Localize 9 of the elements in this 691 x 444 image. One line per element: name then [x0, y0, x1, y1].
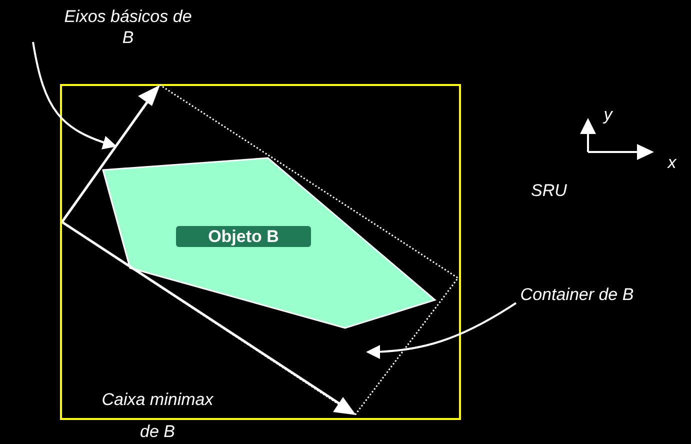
- leader-line: [366, 302, 517, 359]
- annotation-text: Caixa minimax de B: [100, 389, 214, 443]
- object-label: Objeto B: [176, 226, 311, 247]
- leader-line: [32, 42, 117, 150]
- axis-label: x: [666, 152, 678, 173]
- axis-label: SRU: [530, 180, 568, 201]
- axis-label: y: [602, 104, 614, 125]
- annotation-text: Container de B: [519, 284, 635, 305]
- annotation-text: Eixos básicos de B: [63, 6, 193, 48]
